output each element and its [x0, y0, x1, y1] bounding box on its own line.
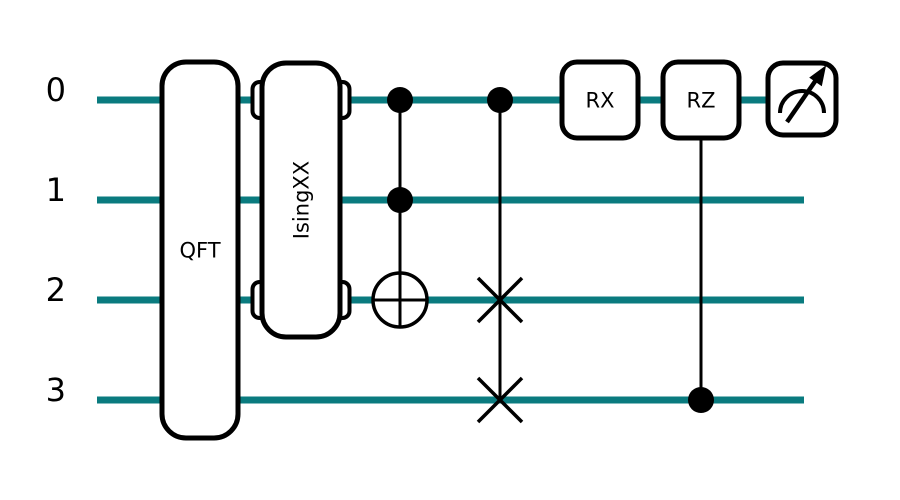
swap-cross-wire2 — [476, 276, 524, 324]
cswap-control-dot-wire0 — [487, 87, 513, 113]
wire-label-3: 3 — [46, 371, 66, 409]
wire-labels: 0 1 2 3 — [46, 71, 66, 409]
isingxx-gate-label: IsingXX — [290, 161, 314, 239]
rz-gate-box — [660, 59, 742, 141]
toffoli-control-dot-wire0 — [387, 87, 413, 113]
toffoli-gate — [371, 87, 429, 329]
wire-label-1: 1 — [46, 171, 66, 209]
swap-cross-line — [476, 276, 524, 324]
measurement-gauge-icon — [778, 65, 827, 124]
qft-gate-box — [159, 59, 241, 441]
rx-gate: RX — [559, 59, 641, 141]
cswap-gate — [476, 87, 524, 424]
wire-label-2: 2 — [46, 271, 66, 309]
toffoli-control-dot-wire1 — [387, 187, 413, 213]
rz-gate-label: RZ — [687, 89, 716, 113]
wire-label-0: 0 — [46, 71, 66, 109]
crz-control-dot-wire3 — [688, 387, 714, 413]
gauge-arc — [778, 89, 826, 114]
crz-control — [688, 138, 714, 413]
swap-cross-wire3 — [476, 376, 524, 424]
rx-gate-box — [559, 59, 641, 141]
isingxx-gate-box — [259, 60, 343, 340]
swap-cross-line — [476, 376, 524, 424]
rx-gate-label: RX — [586, 89, 615, 113]
qft-gate: QFT — [159, 59, 241, 441]
measurement-gate — [765, 60, 839, 138]
isingxx-gate: IsingXX — [259, 60, 343, 340]
gauge-needle-arrowhead — [809, 65, 827, 87]
rz-gate: RZ — [660, 59, 742, 141]
gauge-needle — [785, 78, 818, 124]
qft-gate-label: QFT — [179, 239, 220, 263]
